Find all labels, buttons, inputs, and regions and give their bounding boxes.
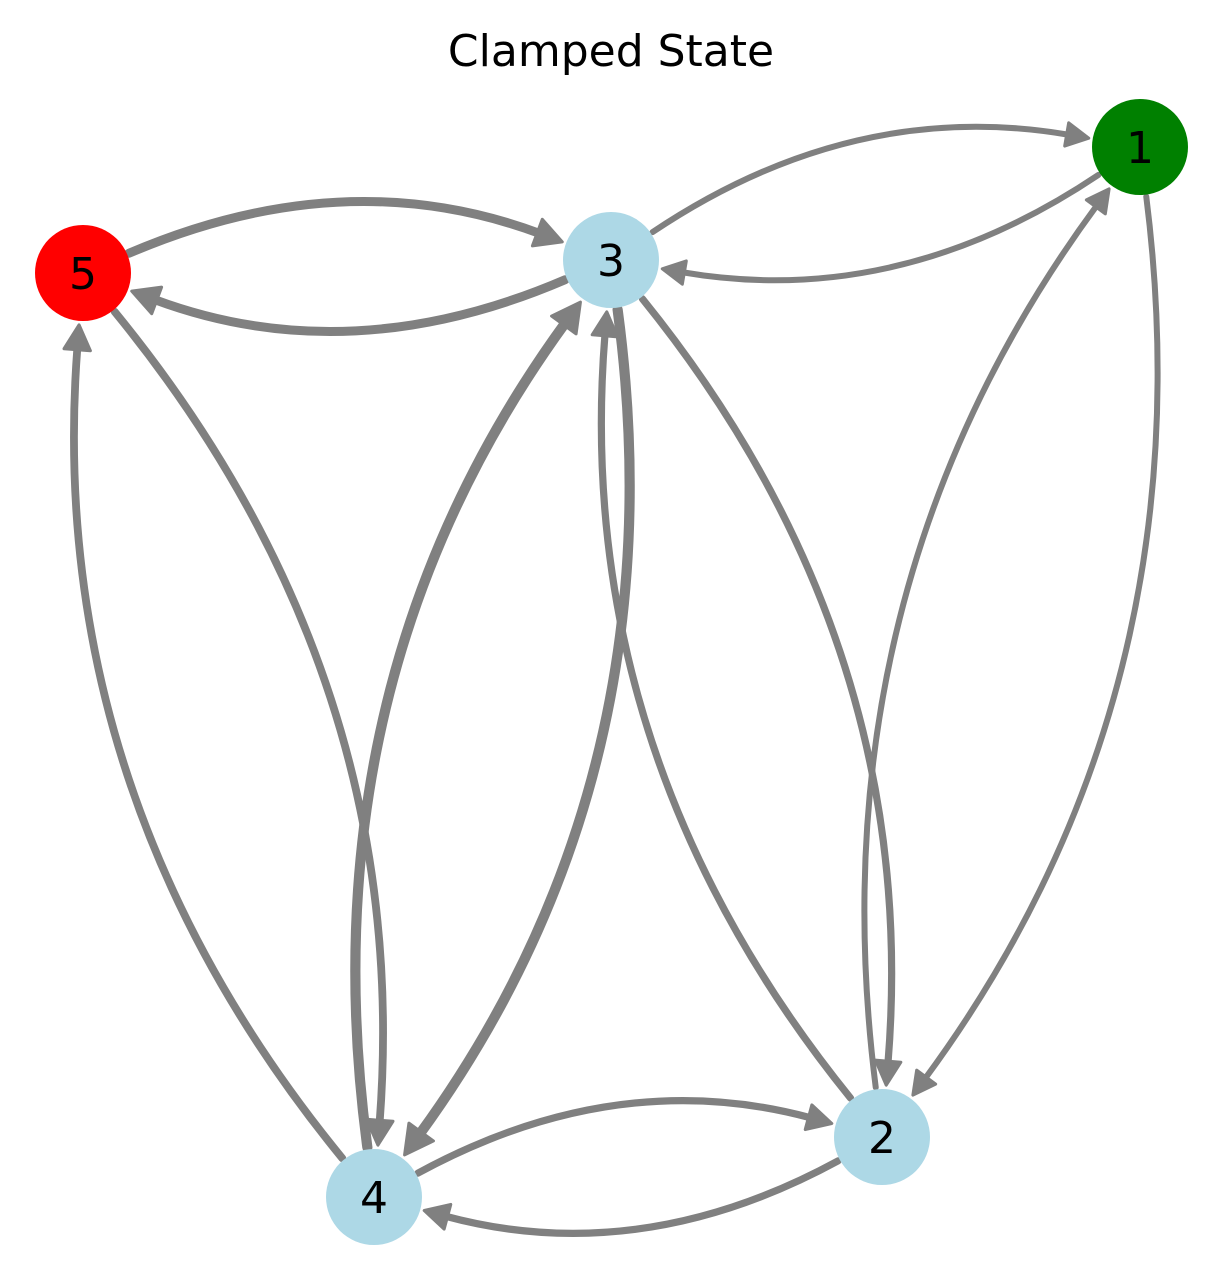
edge-line bbox=[110, 307, 387, 1127]
edge-2-to-4 bbox=[422, 1157, 842, 1237]
edge-arrowhead bbox=[130, 285, 164, 316]
node-label: 1 bbox=[1126, 123, 1154, 174]
node-label: 4 bbox=[360, 1173, 388, 1224]
edge-5-to-4 bbox=[110, 307, 395, 1147]
edge-arrowhead bbox=[1063, 121, 1091, 148]
edge-1-to-3 bbox=[660, 171, 1102, 286]
edge-3-to-2 bbox=[638, 295, 903, 1087]
edge-arrowhead bbox=[873, 1058, 903, 1087]
edges-layer bbox=[62, 121, 1161, 1237]
node-label: 3 bbox=[597, 236, 625, 287]
edge-1-to-2 bbox=[911, 193, 1161, 1097]
edge-line bbox=[679, 171, 1102, 284]
edge-4-to-2 bbox=[414, 1097, 834, 1177]
edge-line bbox=[350, 318, 571, 1153]
edge-arrowhead bbox=[660, 259, 688, 286]
edge-2-to-1 bbox=[861, 187, 1111, 1091]
diagram-title: Clamped State bbox=[448, 26, 774, 77]
node-circle bbox=[1092, 99, 1188, 195]
node-4: 4 bbox=[326, 1149, 422, 1245]
edge-arrowhead bbox=[911, 1068, 938, 1097]
node-circle bbox=[35, 225, 131, 321]
edge-line bbox=[441, 1157, 842, 1237]
edge-line bbox=[124, 197, 544, 258]
node-circle bbox=[834, 1089, 930, 1185]
edge-line bbox=[70, 343, 347, 1163]
edge-line bbox=[414, 1097, 815, 1177]
edge-arrowhead bbox=[365, 1117, 395, 1147]
edge-arrowhead bbox=[550, 300, 582, 336]
node-2: 2 bbox=[834, 1089, 930, 1185]
node-label: 2 bbox=[868, 1113, 896, 1164]
node-5: 5 bbox=[35, 225, 131, 321]
edge-arrowhead bbox=[422, 1202, 453, 1231]
edge-arrowhead bbox=[1084, 187, 1111, 216]
edge-line bbox=[414, 304, 635, 1139]
node-circle bbox=[563, 212, 659, 308]
edge-3-to-1 bbox=[649, 121, 1091, 236]
node-1: 1 bbox=[1092, 99, 1188, 195]
edge-line bbox=[861, 202, 1101, 1091]
edge-4-to-3 bbox=[350, 300, 582, 1153]
edge-arrowhead bbox=[803, 1103, 834, 1132]
edge-line bbox=[597, 330, 855, 1102]
edge-5-to-3 bbox=[124, 197, 564, 258]
node-label: 5 bbox=[69, 249, 97, 300]
edge-2-to-3 bbox=[590, 310, 855, 1102]
edge-line bbox=[649, 123, 1072, 236]
edge-line bbox=[921, 193, 1161, 1082]
edge-arrowhead bbox=[403, 1121, 435, 1157]
edge-arrowhead bbox=[530, 217, 564, 248]
edge-arrowhead bbox=[590, 310, 620, 339]
node-3: 3 bbox=[563, 212, 659, 308]
node-circle bbox=[326, 1149, 422, 1245]
edge-line bbox=[638, 295, 896, 1067]
edge-line bbox=[150, 275, 570, 336]
edge-3-to-5 bbox=[130, 275, 570, 336]
edge-3-to-4 bbox=[403, 304, 635, 1157]
edge-4-to-5 bbox=[62, 323, 347, 1163]
edge-arrowhead bbox=[62, 323, 92, 353]
nodes-layer: 1 2 3 4 5 bbox=[35, 99, 1188, 1245]
